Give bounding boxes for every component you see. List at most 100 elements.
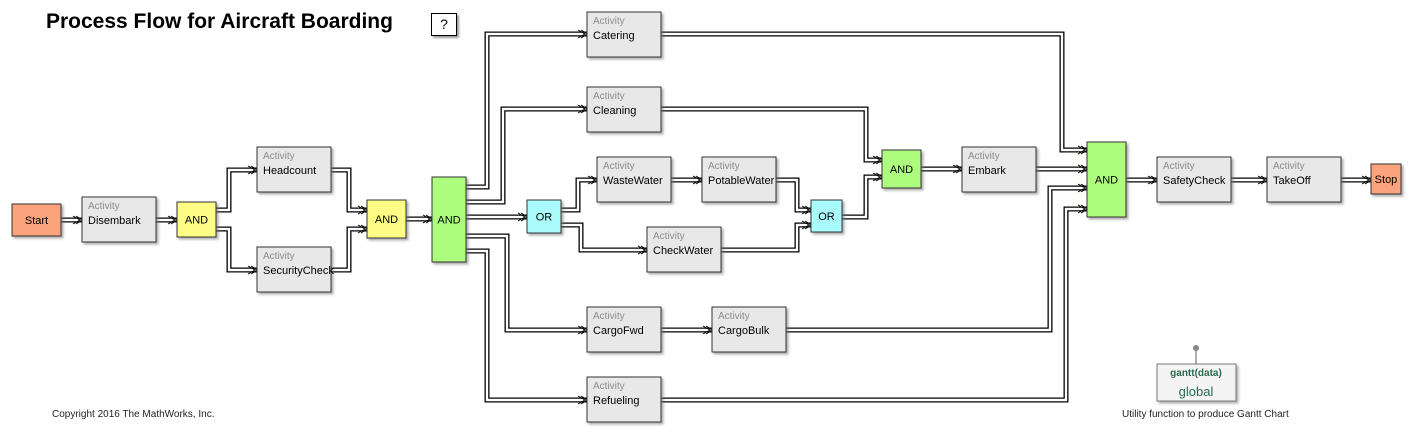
- activity-name-label: CargoFwd: [593, 325, 644, 337]
- utility-function-label: gantt(data): [1170, 368, 1222, 379]
- activity-kind-label: Activity: [593, 91, 625, 102]
- activity-kind-label: Activity: [1273, 161, 1305, 172]
- connector-and3-to-or1: [466, 212, 529, 222]
- activity-name-label: SafetyCheck: [1163, 175, 1226, 187]
- connector-securitycheck-to-and2: [331, 224, 369, 273]
- activity-kind-label: Activity: [263, 251, 295, 262]
- activity-kind-label: Activity: [593, 381, 625, 392]
- connector-or1-to-checkwater: [561, 222, 649, 255]
- node-box[interactable]: [176, 201, 217, 238]
- node-box[interactable]: [81, 196, 157, 243]
- node-stop[interactable]: Stop: [1370, 163, 1402, 195]
- connector-and2-to-and3: [406, 214, 434, 224]
- node-box[interactable]: [1370, 163, 1402, 195]
- node-box[interactable]: [586, 376, 662, 423]
- activity-name-label: Headcount: [263, 165, 316, 177]
- activity-name-label: Catering: [593, 30, 635, 42]
- activity-name-label: Embark: [968, 165, 1006, 177]
- connector-cargobulk-to-and5: [786, 183, 1089, 333]
- connector-and3-to-cargofwd: [466, 233, 589, 335]
- activity-name-label: CargoBulk: [718, 325, 770, 337]
- connector-and3-to-cleaning: [466, 104, 589, 205]
- node-box[interactable]: [701, 156, 777, 203]
- activity-name-label: Cleaning: [593, 105, 636, 117]
- connector-headcount-to-and2: [331, 167, 369, 215]
- terminal-label: Stop: [1375, 174, 1398, 186]
- or-gate-label: OR: [818, 211, 835, 223]
- connector-potablewater-to-or2: [776, 177, 813, 215]
- connector-catering-to-and5: [661, 31, 1089, 155]
- and-gate-label: AND: [890, 164, 913, 176]
- activity-kind-label: Activity: [968, 151, 1000, 162]
- activity-kind-label: Activity: [603, 161, 635, 172]
- node-box[interactable]: [810, 199, 843, 233]
- connector-checkwater-to-or2: [721, 220, 813, 253]
- node-or2[interactable]: OR: [810, 199, 843, 233]
- connector-start-to-disembark: [61, 215, 84, 225]
- node-and5[interactable]: AND: [1086, 141, 1127, 218]
- activity-kind-label: Activity: [593, 311, 625, 322]
- utility-caption: Utility function to produce Gantt Chart: [1122, 409, 1289, 420]
- node-box[interactable]: [256, 246, 332, 293]
- activity-kind-label: Activity: [593, 16, 625, 27]
- utility-box[interactable]: [1156, 363, 1237, 402]
- connector-safetycheck-to-takeoff: [1231, 175, 1269, 185]
- and-gate-label: AND: [437, 215, 460, 227]
- node-and2[interactable]: AND: [366, 199, 407, 239]
- node-box[interactable]: [1266, 156, 1342, 203]
- node-box[interactable]: [1156, 156, 1232, 203]
- node-box[interactable]: [586, 11, 662, 58]
- copyright-text: Copyright 2016 The MathWorks, Inc.: [52, 409, 215, 420]
- utility-function-block[interactable]: gantt(data) global: [1156, 345, 1237, 402]
- activity-kind-label: Activity: [718, 311, 750, 322]
- node-start[interactable]: Start: [11, 203, 62, 237]
- activity-name-label: Disembark: [88, 215, 141, 227]
- node-box[interactable]: [11, 203, 62, 237]
- node-box[interactable]: [586, 306, 662, 353]
- node-box[interactable]: [586, 86, 662, 133]
- node-box[interactable]: [646, 226, 722, 273]
- node-and1[interactable]: AND: [176, 201, 217, 238]
- node-box[interactable]: [711, 306, 787, 353]
- node-box[interactable]: [596, 156, 672, 203]
- node-box[interactable]: [526, 199, 562, 234]
- node-and3[interactable]: AND: [431, 176, 467, 263]
- node-box[interactable]: [881, 149, 922, 189]
- connector-layer: [61, 29, 1373, 405]
- and-gate-label: AND: [1095, 175, 1118, 187]
- activity-name-label: WasteWater: [603, 175, 663, 187]
- node-box[interactable]: [256, 146, 332, 193]
- connector-and1-to-securitycheck: [216, 226, 259, 275]
- node-and4[interactable]: AND: [881, 149, 922, 189]
- activity-kind-label: Activity: [88, 201, 120, 212]
- connector-and5-to-safetycheck: [1126, 175, 1159, 185]
- node-box[interactable]: [431, 176, 467, 263]
- activity-name-label: TakeOff: [1273, 175, 1312, 187]
- connector-and1-to-headcount: [216, 165, 259, 213]
- node-box[interactable]: [366, 199, 407, 239]
- help-button[interactable]: ?: [431, 13, 457, 36]
- connector-cargofwd-to-cargobulk: [661, 325, 714, 335]
- connector-refueling-to-and5: [661, 204, 1089, 403]
- activity-kind-label: Activity: [1163, 161, 1195, 172]
- and-gate-label: AND: [375, 214, 398, 226]
- node-box[interactable]: [1086, 141, 1127, 218]
- node-or1[interactable]: OR: [526, 199, 562, 234]
- node-box[interactable]: [961, 146, 1037, 193]
